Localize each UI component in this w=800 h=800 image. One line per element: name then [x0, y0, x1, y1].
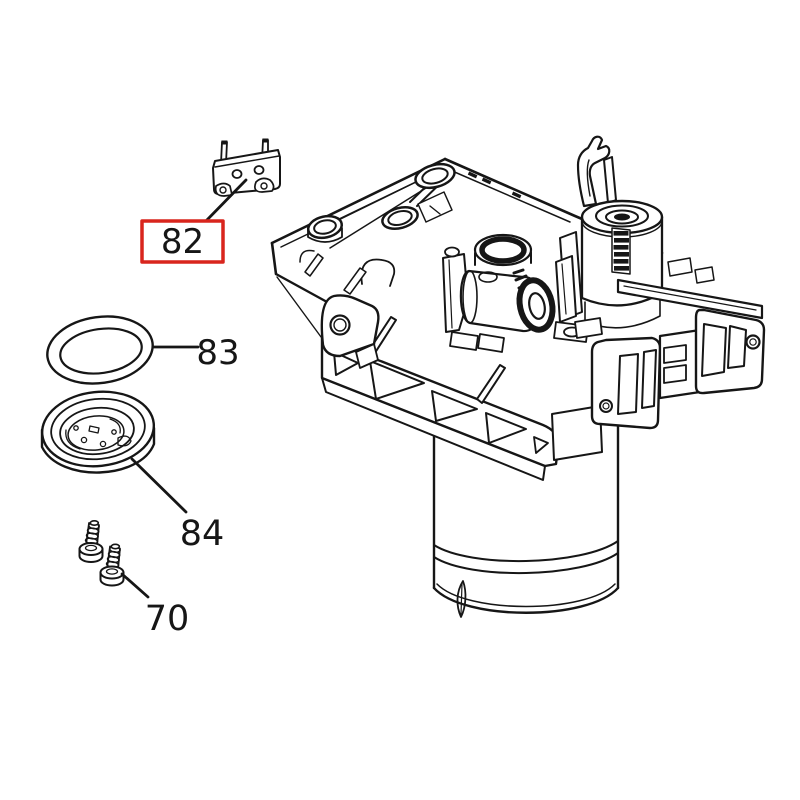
callout-70: 70 [120, 572, 190, 639]
truss-fin [476, 364, 506, 404]
hook-bracket [576, 135, 617, 208]
bracket-base [551, 405, 603, 461]
solenoid-hatch-strip [613, 231, 629, 271]
callout-83: 83 [152, 333, 240, 373]
boss-middle [381, 206, 419, 230]
callout-82: 82 [140, 178, 248, 264]
pump-assembly-drawing [270, 135, 766, 618]
leader-line-70 [120, 572, 150, 599]
callout-label-84: 84 [180, 514, 225, 554]
screws-drawing [78, 519, 125, 587]
callout-label-70: 70 [145, 599, 190, 639]
boss-left [306, 214, 344, 243]
screw-1 [78, 519, 104, 563]
rim-ticks [467, 171, 522, 199]
bracket-middle-block [658, 328, 702, 400]
highlight-box-82 [140, 219, 225, 264]
leader-line-82 [203, 178, 248, 224]
callout-label-82: 82 [161, 222, 204, 262]
bracket-foot-center [590, 336, 662, 430]
right-clips [667, 257, 715, 284]
leader-line-84 [130, 457, 188, 514]
callout-label-83: 83 [196, 333, 239, 373]
bracket-foot-right [694, 308, 766, 395]
oring-drawing [46, 315, 154, 385]
micro-switch-drawing [212, 138, 281, 197]
left-mounting-ear [320, 294, 380, 369]
screw-2 [99, 543, 125, 587]
boss-top [414, 162, 456, 190]
housing-seam [456, 580, 467, 618]
truss-frame [320, 294, 603, 481]
seal-cup-drawing [40, 390, 156, 474]
right-brackets [590, 278, 766, 430]
callout-84: 84 [130, 457, 225, 554]
valve-body [442, 233, 603, 353]
seal-cup-details [65, 418, 132, 450]
motor-housing [432, 416, 620, 618]
